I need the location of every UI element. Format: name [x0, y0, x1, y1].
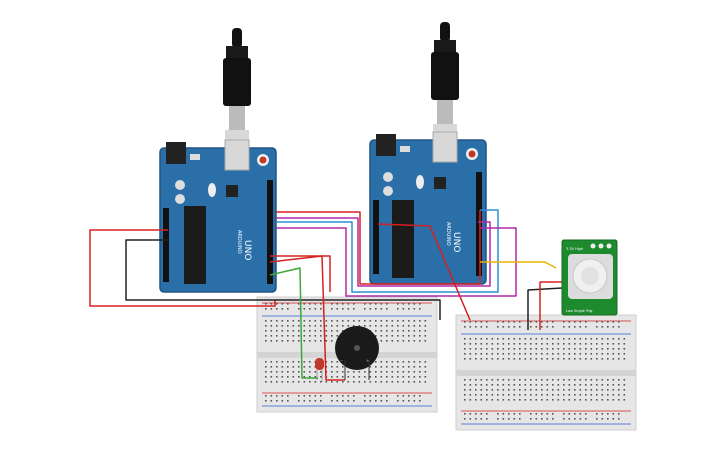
pir-top-label: 3.3V High	[566, 247, 583, 251]
breadboard-right[interactable]	[455, 314, 637, 431]
pir-bottom-label: Low Single Trig.	[566, 309, 593, 313]
wire-red-left-power-loop[interactable]	[89, 229, 276, 307]
left-board-brand: ARDUINO	[236, 230, 242, 254]
red-led[interactable]	[315, 358, 324, 382]
pir-motion-sensor[interactable]: 3.3V High Low Single Trig.	[561, 239, 618, 316]
left-board-model: UNO	[242, 240, 252, 260]
wire-green-left-buzzer[interactable]	[269, 267, 318, 379]
wire-purple-serial-4[interactable]	[276, 227, 517, 297]
wire-red-left-led[interactable]	[269, 255, 345, 381]
svg-text:+: +	[366, 358, 369, 363]
wire-red-pir-vcc[interactable]	[539, 281, 562, 330]
breadboard-right-holes	[464, 321, 626, 420]
wire-yellow-pir-signal[interactable]	[480, 261, 557, 269]
right-board-brand: ARDUINO	[445, 222, 451, 246]
arduino-uno-left[interactable]: ARDUINO UNO	[159, 139, 277, 293]
svg-text:−: −	[340, 358, 343, 363]
wire-black-left-gnd[interactable]	[125, 239, 441, 320]
arduino-uno-right[interactable]: ARDUINO UNO	[369, 131, 487, 285]
piezo-buzzer[interactable]: − +	[335, 326, 379, 380]
wire-red-left-rail[interactable]	[270, 255, 331, 292]
wire-red-serial-1[interactable]	[276, 210, 481, 285]
wire-black-pir-gnd[interactable]	[527, 287, 563, 330]
wire-purple-serial-2[interactable]	[276, 217, 491, 287]
wire-blue-serial-3[interactable]	[276, 209, 499, 293]
right-board-model: UNO	[451, 232, 461, 252]
wire-red-right-gnd[interactable]	[377, 223, 471, 321]
